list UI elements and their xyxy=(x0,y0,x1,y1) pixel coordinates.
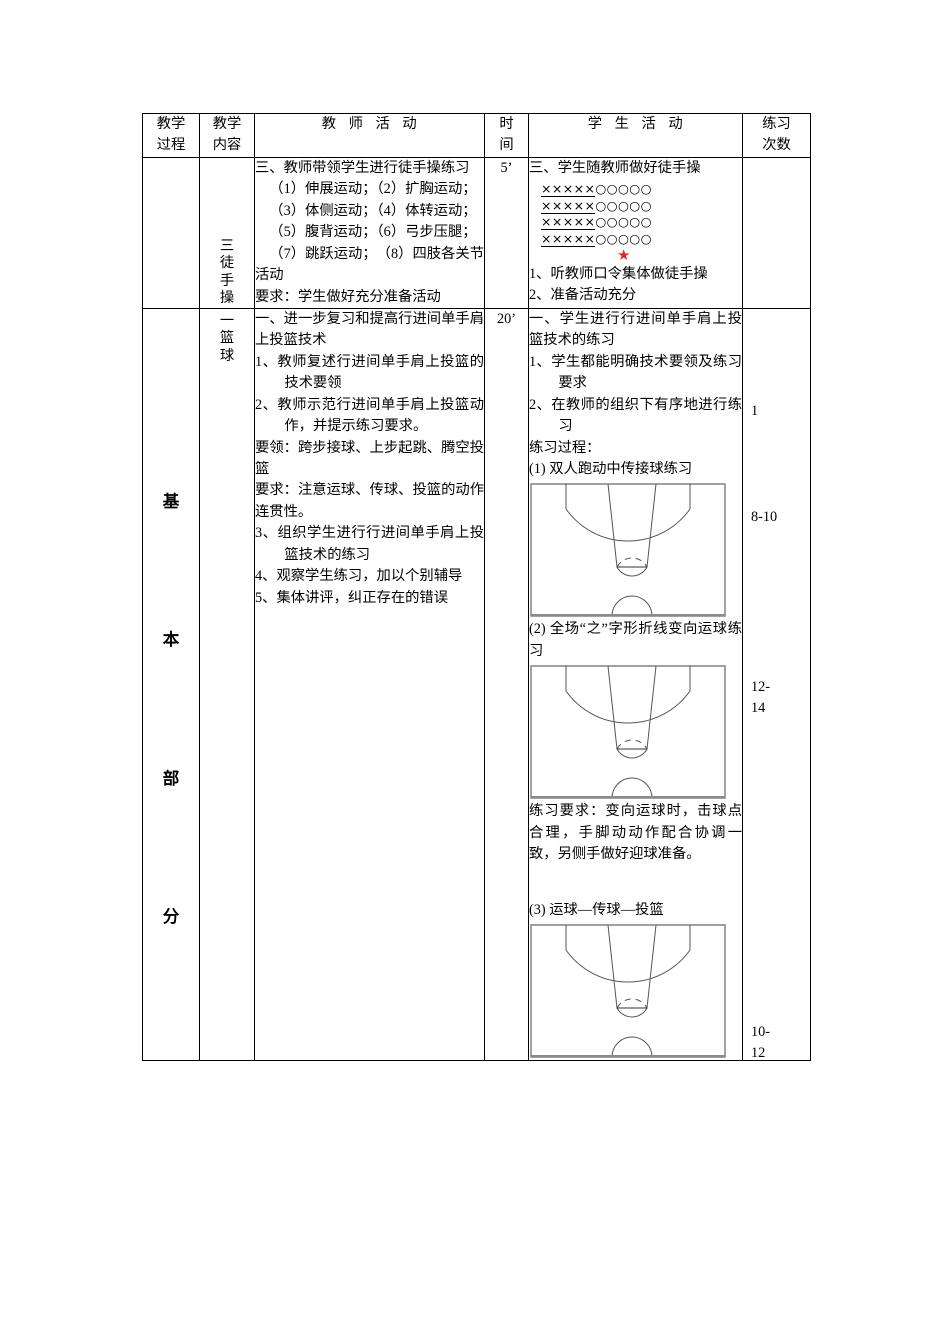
practice-count-cell-1 xyxy=(742,156,811,309)
drill-label-2: (2) 全场“之”字形折线变向运球练习 xyxy=(529,621,742,659)
rep-value: 12- 14 xyxy=(751,678,771,717)
spacer xyxy=(529,866,742,900)
header-time: 时 间 xyxy=(484,113,529,158)
table-header-row: 教学 过程 教学 内容 教 师 活 动 时 间 学 生 活 动 练习 次数 xyxy=(142,113,811,158)
rep-value: 10- 12 xyxy=(751,1023,771,1062)
drill-note: 练习要求：变向运球时，击球点合理，手脚动动作配合协调一致，另侧手做好迎球准备。 xyxy=(529,803,742,863)
list-item: 4、观察学生练习，加以个别辅导 xyxy=(255,568,463,585)
drill-label-3: (3) 运球—传球—投篮 xyxy=(529,901,664,918)
list-item: 1、听教师口令集体做徒手操 xyxy=(529,265,708,282)
formation-row: ×××××○○○○○ xyxy=(541,197,652,214)
table-row: 三 徒 手 操 三、教师带领学生进行徒手操练习 （1）伸展运动；（2）扩胸运动；… xyxy=(142,156,811,309)
list-item: 1、学生都能明确技术要领及练习要求 xyxy=(529,353,742,392)
formation-row: ×××××○○○○○ xyxy=(541,181,652,198)
time-cell-2: 20’ xyxy=(484,307,529,1062)
list-item: 3、组织学生进行行进间单手肩上投篮技术的练习 xyxy=(255,525,484,563)
basketball-court-diagram-1 xyxy=(529,483,742,618)
list-item: 1、教师复述行进间单手肩上投篮的技术要领 xyxy=(255,353,484,392)
drill-label-1: (1) 双人跑动中传接球练习 xyxy=(529,461,693,477)
list-item: 2、教师示范行进间单手肩上投篮动作，并提示练习要求。 xyxy=(255,396,484,435)
vertical-label-main-part: 基 本 部 分 xyxy=(162,491,180,927)
formation-diagram: ×××××○○○○○ ×××××○○○○○ ×××××○○○○○ ×××××○○… xyxy=(529,181,742,264)
stage-cell-main-part: 基 本 部 分 xyxy=(142,307,200,1062)
header-student-activity: 学 生 活 动 xyxy=(528,113,743,158)
list-item: 2、准备活动充分 xyxy=(529,287,637,304)
header-practice-count: 练习 次数 xyxy=(742,113,811,158)
student-activity-cell-1: 三、学生随教师做好徒手操 ×××××○○○○○ ×××××○○○○○ ×××××… xyxy=(528,156,743,309)
header-teaching-content: 教学 内容 xyxy=(199,113,255,158)
stage-cell-empty xyxy=(142,156,200,309)
basketball-court-diagram-2 xyxy=(529,665,742,800)
basketball-court-diagram-3 xyxy=(529,924,742,1058)
list-item: 2、在教师的组织下有序地进行练习 xyxy=(529,396,742,435)
teacher-activity-cell-2: 一、进一步复习和提高行进间单手肩上投篮技术 1、教师复述行进间单手肩上投篮的技术… xyxy=(254,307,485,1062)
content-cell-calisthenics: 三 徒 手 操 xyxy=(199,156,255,309)
teacher-activity-cell-1: 三、教师带领学生进行徒手操练习 （1）伸展运动；（2）扩胸运动； （3）体侧运动… xyxy=(254,156,485,309)
vertical-label-calisthenics: 三 徒 手 操 xyxy=(219,237,235,307)
rep-value: 8-10 xyxy=(751,508,778,525)
time-cell-1: 5’ xyxy=(484,156,529,309)
student-activity-cell-2: 一、学生进行行进间单手肩上投篮技术的练习 1、学生都能明确技术要领及练习要求 2… xyxy=(528,307,743,1062)
formation-row: ×××××○○○○○ xyxy=(541,230,652,247)
formation-row: ×××××○○○○○ xyxy=(541,214,652,231)
teacher-position-star-icon: ★ xyxy=(617,246,631,265)
practice-count-cell-2: 1 8-10 12- 14 10- 12 xyxy=(742,307,811,1061)
table-row: 基 本 部 分 一 篮 球 一、进一步复习和提高行进间单手肩上投篮技术 1、教师… xyxy=(142,307,811,1062)
vertical-label-basketball: 一 篮 球 xyxy=(219,312,235,364)
content-cell-basketball: 一 篮 球 xyxy=(199,307,255,1062)
list-item: 5、集体讲评，纠正存在的错误 xyxy=(255,589,449,606)
lesson-plan-table: 教学 过程 教学 内容 教 师 活 动 时 间 学 生 活 动 练习 次数 xyxy=(142,113,811,1061)
header-teaching-process: 教学 过程 xyxy=(142,113,200,158)
header-teacher-activity: 教 师 活 动 xyxy=(254,113,485,158)
rep-value: 1 xyxy=(751,402,759,419)
